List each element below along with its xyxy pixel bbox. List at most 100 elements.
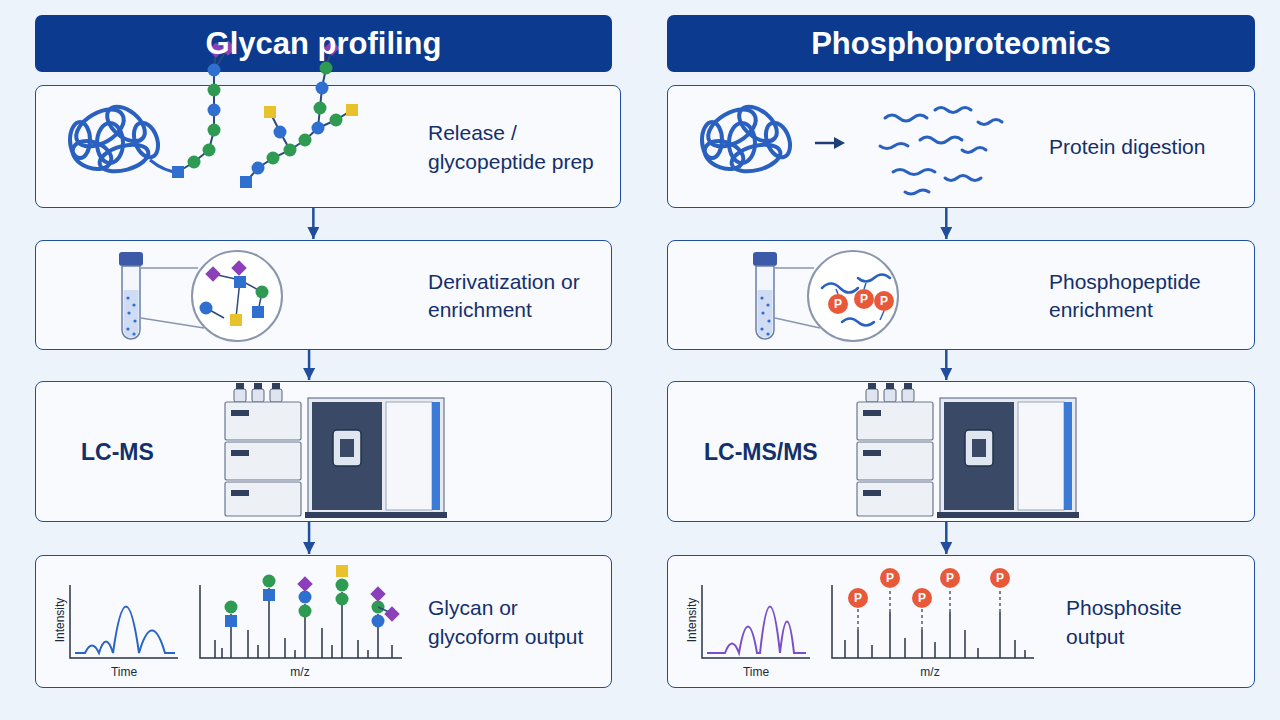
illustration-part [978,120,1002,125]
illustration-part [331,645,333,658]
illustration-part [836,289,838,294]
illustration-part [832,585,1034,658]
illustration-part [213,274,262,292]
phospho-badge: P [860,292,868,306]
illustration-part [141,318,204,328]
illustration-part [294,650,296,658]
column-header: Glycan profiling [35,15,612,72]
illustration-part [848,588,868,608]
text-block: Phosphopeptide enrichment [1049,268,1214,325]
illustration-part [208,124,221,137]
text-block: LC-MS [81,437,231,468]
illustration-part [284,638,286,658]
illustration-part [264,106,276,118]
illustration-part [192,251,282,341]
illustration-part [921,630,923,658]
illustration-part [964,630,966,658]
illustration-part [230,614,232,658]
illustration-part [822,284,858,293]
step-label: Derivatization or enrichment [428,268,580,325]
flow-arrow [945,350,948,380]
step-label: Glycan or glycoform output [428,594,600,651]
phospho-badge: P [946,571,954,585]
illustration-part [225,615,237,627]
illustration-part [297,576,313,592]
flow-arrow [312,208,315,239]
illustration-part [920,137,962,143]
axis-label: Time [111,665,137,679]
illustration-part [257,645,259,658]
illustration-part [70,585,178,658]
illustration-part [256,286,269,299]
illustration-part [203,144,216,157]
illustration-part [858,275,890,282]
illustration-part [208,84,221,97]
illustration-part [775,267,814,269]
illustration-part [304,604,306,658]
phospho-badge: P [996,571,1004,585]
phospho-badge: P [834,297,842,311]
illustration-part [270,112,290,150]
illustration-part [912,588,932,608]
illustration-part [252,306,264,318]
step-label: LC-MS [81,437,231,468]
text-block: Protein digestion [1049,133,1239,161]
illustration-part [299,134,312,147]
illustration-part [206,308,224,318]
flow-arrow [308,350,311,380]
phospho-badge: P [918,591,926,605]
illustration-part [208,42,224,58]
illustration-part [828,294,848,314]
illustration-part [871,645,873,658]
illustration-part [172,166,184,178]
axis-label: m/z [290,665,309,679]
protein-glycan-illustration [69,40,358,188]
illustration-part [844,640,846,658]
illustration-part [252,162,265,175]
illustration-part [836,283,884,320]
illustration-part [240,176,252,188]
illustration-part [384,606,400,622]
phospho-enrichment-illustration [753,251,898,341]
lc-ms-instrument [225,383,447,518]
process-box: Phosphopeptide enrichment [667,240,1255,350]
process-box: LC-MS/MS [667,381,1255,522]
illustration-part [949,589,950,612]
illustration-part [372,615,385,628]
flow-arrow [308,522,311,554]
illustration-part [214,640,216,658]
illustration-part [378,607,391,613]
illustration-part [225,383,447,518]
illustration-part [312,122,325,135]
illustration-part [391,645,393,658]
illustration-part [977,648,979,658]
illustration-part [842,319,874,326]
illustration-part [935,108,971,113]
glycan-output-charts [70,565,402,658]
axis-label: Time [743,665,769,679]
illustration-part [808,251,898,341]
illustration-part [263,589,275,601]
process-box: LC-MS [35,381,612,522]
illustration-part [940,568,960,588]
process-box: Protein digestion [667,85,1255,208]
text-block: Derivatization or enrichment [428,268,580,325]
step-label: Phosphopeptide enrichment [1049,268,1214,325]
illustration-part [336,593,349,606]
illustration-part [221,648,223,658]
illustration-part [949,612,951,658]
illustration-part [318,110,352,128]
illustration-part [69,100,163,176]
text-block: Glycan or glycoform output [428,594,600,651]
illustration-part [858,589,1000,630]
column-header: Phosphoproteomics [667,15,1255,72]
illustration-part [263,575,276,588]
illustration-part [336,565,348,577]
step-label: Protein digestion [1049,133,1239,161]
illustration-part [208,64,221,77]
illustration-part [320,62,333,75]
phospho-badge: P [880,294,888,308]
illustration-part [200,585,402,658]
